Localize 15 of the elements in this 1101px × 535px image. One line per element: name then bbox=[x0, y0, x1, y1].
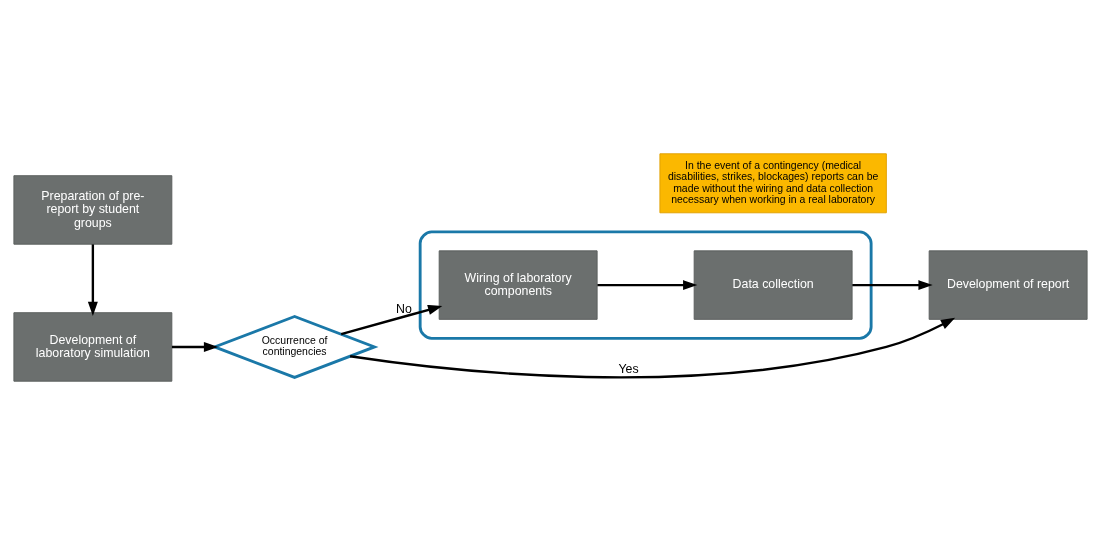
node-box: Preparation of pre-report by student groups bbox=[13, 175, 173, 245]
arrow bbox=[597, 280, 698, 291]
arrow bbox=[852, 280, 933, 291]
arrow bbox=[87, 244, 98, 317]
node-box: Development of laboratory simulation bbox=[13, 312, 173, 382]
arrow bbox=[171, 341, 219, 352]
edge-label: Yes bbox=[618, 362, 639, 377]
node-box: Development of report bbox=[928, 250, 1088, 320]
arrow bbox=[349, 317, 956, 379]
node-box: In the event of a contingency (medical disabilities, strikes, blockages) reports can be made without the wiring and data collection necessary when working in a real laboratory bbox=[659, 153, 887, 214]
arrow bbox=[340, 305, 443, 336]
node-box: Data collection bbox=[693, 250, 853, 320]
node-box: Wiring of laboratory components bbox=[438, 250, 598, 320]
cluster bbox=[418, 230, 873, 340]
edge-label: No bbox=[396, 302, 412, 317]
